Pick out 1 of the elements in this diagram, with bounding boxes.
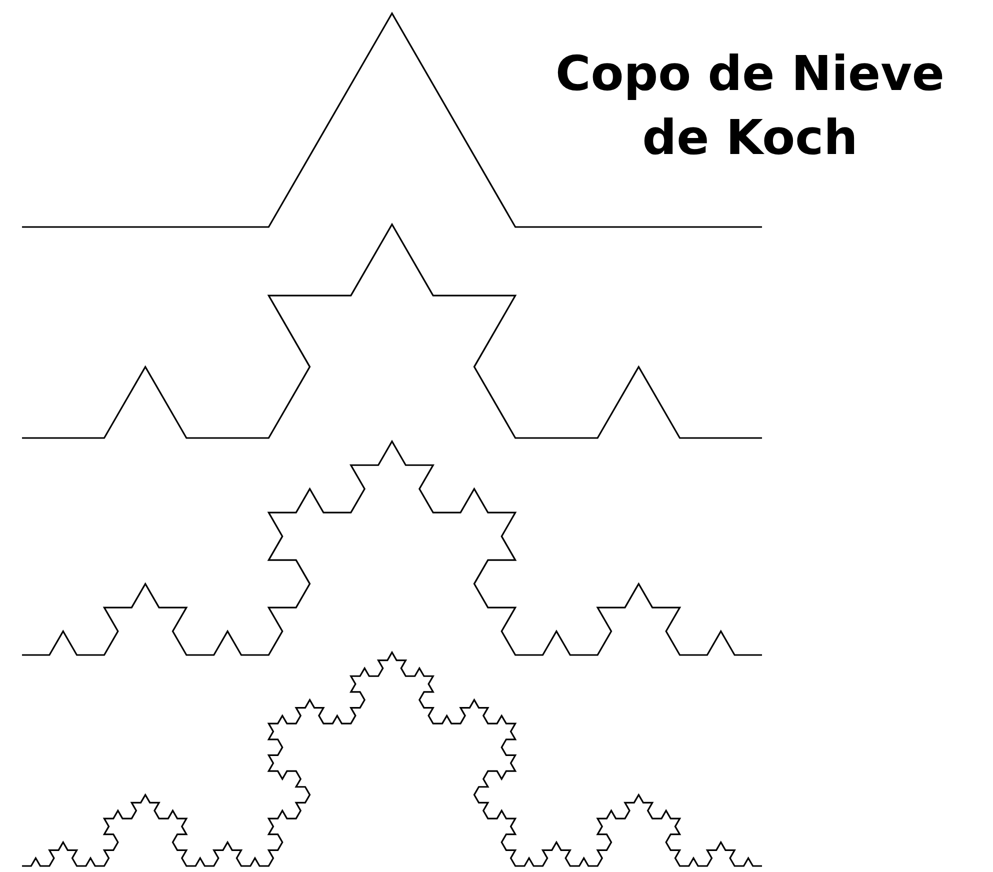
title: Copo de Nieve de Koch xyxy=(554,45,946,168)
